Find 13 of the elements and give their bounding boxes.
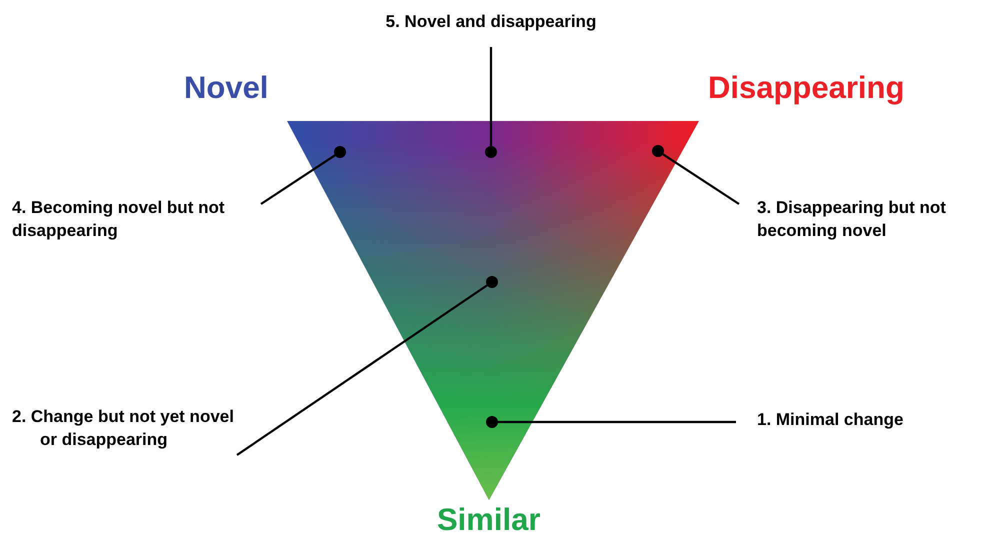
point-description: 5. Novel and disappearing xyxy=(356,10,626,48)
leader-line xyxy=(260,154,336,205)
corner-label: Similar xyxy=(437,502,540,538)
point-description: 2. Change but not yet novel or disappearing xyxy=(12,405,238,457)
point-description: 3. Disappearing but not becoming novel xyxy=(738,196,988,246)
leader-line xyxy=(498,420,736,424)
point-description: 4. Becoming novel but not disappearing xyxy=(12,196,262,246)
corner-label: Disappearing xyxy=(708,70,904,106)
point-description: 1. Minimal change xyxy=(735,408,955,436)
leader-line xyxy=(236,284,488,456)
corner-label: Novel xyxy=(184,70,268,106)
leader-line xyxy=(490,47,492,146)
leader-line xyxy=(662,153,740,205)
